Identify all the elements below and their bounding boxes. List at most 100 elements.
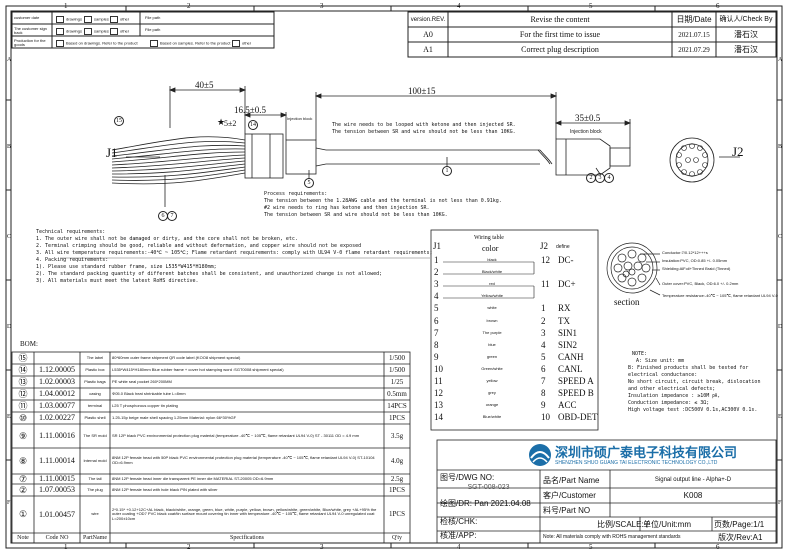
bom-qty: 14PCS bbox=[387, 401, 407, 410]
wiring-pin-j1: 7 bbox=[434, 327, 439, 338]
rev-header-version: version.REV. bbox=[410, 17, 446, 23]
checkbox[interactable] bbox=[150, 40, 158, 47]
callout-4: 4 bbox=[604, 173, 614, 183]
bom-spec: 8NM 12P female head with hole black PIN … bbox=[112, 486, 218, 492]
injection-label-1: Injection block bbox=[287, 116, 313, 121]
tech-line: 3). All materials must meet the latest R… bbox=[36, 278, 199, 284]
part-name-value: Signal output line - Alpha+-D bbox=[654, 477, 732, 483]
checkbox[interactable] bbox=[84, 28, 92, 35]
wiring-pin-j1: 5 bbox=[434, 303, 439, 314]
wiring-define: SIN2 bbox=[558, 339, 578, 350]
bom-footer-spec: Specifications bbox=[230, 535, 264, 541]
bom-footer-partname: PartName bbox=[83, 535, 107, 541]
connector-j2-label: J2 bbox=[732, 144, 744, 159]
approval-file-path: File path bbox=[145, 15, 161, 20]
checkbox[interactable] bbox=[110, 16, 118, 23]
wiring-define: CANH bbox=[558, 351, 584, 362]
bom-code: 1.11.00015 bbox=[39, 474, 75, 484]
tech-line: 4. Packing requirements: bbox=[36, 257, 109, 263]
wiring-define: CANL bbox=[558, 363, 583, 374]
checkbox[interactable] bbox=[56, 28, 64, 35]
zone-row-f: F bbox=[7, 500, 11, 506]
bom-spec: Φ05.0 Black heat shrinkable tube L=8mm bbox=[112, 390, 186, 396]
wiring-define: DC+ bbox=[558, 279, 576, 290]
wiring-j2: J2 bbox=[540, 241, 549, 251]
bom-part-name: Internal mold bbox=[83, 457, 107, 463]
bom-part-name: Plastic shell bbox=[84, 414, 106, 420]
bom-part-name: The SR mold bbox=[83, 432, 107, 438]
bom-part-name: The label bbox=[86, 354, 104, 360]
rev-version: A1 bbox=[423, 45, 433, 54]
wiring-pin-j1: 3 bbox=[434, 279, 439, 290]
zone-col-5-bottom: 5 bbox=[589, 543, 593, 551]
rev-checker: 潘石汉 bbox=[734, 45, 758, 54]
wiring-define: DC- bbox=[558, 255, 574, 265]
bom-qty: 3.5g bbox=[390, 431, 404, 440]
checkbox[interactable] bbox=[56, 16, 64, 23]
injection-label-2: Injection block bbox=[570, 129, 602, 135]
notes-line: High voltage test :DC500V 0.1s,AC300V 0.… bbox=[628, 407, 758, 413]
bom-part-name: The plug bbox=[87, 486, 103, 492]
customer-label: 客户/Customer bbox=[543, 491, 596, 500]
dwg-label: 图号/DWG NO: bbox=[440, 473, 495, 482]
wiring-pin-j1: 14 bbox=[434, 412, 443, 423]
wiring-color: black bbox=[487, 257, 497, 262]
wiring-color: grey bbox=[488, 390, 496, 396]
zone-col-4-bottom: 4 bbox=[457, 543, 461, 551]
bom-footer-note: Note bbox=[17, 535, 29, 541]
wiring-define: SPEED A bbox=[558, 376, 594, 386]
checkbox[interactable] bbox=[84, 16, 92, 23]
bom-qty: 1PCS bbox=[389, 510, 405, 519]
notes-line: and other electrical defects; bbox=[628, 386, 716, 392]
bom-code: 1.02.00227 bbox=[39, 413, 75, 423]
approval-option: other bbox=[110, 16, 129, 23]
tech-line: 3. All wire temperature requirements:-40… bbox=[36, 250, 433, 256]
notes-line: A: Size unit: mm bbox=[636, 358, 685, 364]
wiring-pin-j1: 8 bbox=[434, 339, 439, 350]
rev-version: A0 bbox=[423, 30, 433, 39]
connector-j1-label: J1 bbox=[106, 145, 118, 160]
wiring-pin-j2: 3 bbox=[541, 327, 546, 338]
checkbox[interactable] bbox=[110, 28, 118, 35]
approval-option: other bbox=[110, 28, 129, 35]
wiring-title: Wiring table bbox=[474, 235, 504, 241]
bom-callout: ⑨ bbox=[18, 430, 28, 441]
wiring-define: RX bbox=[558, 303, 571, 314]
zone-row-d-right: D bbox=[778, 324, 783, 330]
wiring-pin-j2: 4 bbox=[541, 339, 546, 350]
zone-col-1: 1 bbox=[64, 2, 68, 10]
bom-code: 1.03.00077 bbox=[39, 401, 75, 411]
checkbox[interactable] bbox=[232, 40, 240, 47]
rev-date: 2021.07.29 bbox=[678, 46, 710, 54]
wiring-color-header: color bbox=[482, 244, 499, 253]
bom-qty: 1/500 bbox=[389, 365, 405, 374]
approval-option: other bbox=[232, 40, 251, 47]
bom-part-name: Plastic box bbox=[85, 366, 105, 372]
wiring-pin-j2: 10 bbox=[541, 412, 550, 423]
checkbox[interactable] bbox=[56, 40, 64, 47]
approval-label-production: Production for the goods bbox=[14, 38, 46, 47]
dim-100: 100±15 bbox=[408, 86, 436, 96]
bom-code: 1.01.00457 bbox=[39, 509, 75, 519]
bom-callout: ① bbox=[18, 509, 28, 520]
dim-40: 40±5 bbox=[195, 80, 214, 90]
zone-col-3: 3 bbox=[320, 2, 324, 10]
wiring-pin-j1: 1 bbox=[434, 255, 439, 265]
bom-callout: ⑭ bbox=[18, 364, 28, 375]
wiring-color: Black/white bbox=[481, 269, 503, 275]
approval-option: Based on samples. Refer to the product bbox=[150, 40, 230, 47]
rev-content: Correct plug description bbox=[521, 45, 599, 54]
wiring-color: blue bbox=[488, 341, 496, 347]
bom-part-name: casing bbox=[89, 390, 101, 396]
bom-code: 1.07.00053 bbox=[39, 485, 75, 495]
page-label: 页数/Page:1/1 bbox=[714, 520, 765, 529]
wiring-color: Yellow/white bbox=[481, 293, 503, 299]
bom-code: 1.04.00012 bbox=[39, 389, 75, 399]
bom-spec: 8NM 12P female head with 50P black PVC e… bbox=[112, 455, 375, 465]
part-name-label: 品名/Part Name bbox=[543, 476, 600, 485]
approval-option: drawings bbox=[56, 16, 82, 23]
zone-col-3-bottom: 3 bbox=[320, 543, 324, 551]
wiring-define-header: define bbox=[556, 244, 570, 250]
section-label: section bbox=[614, 297, 640, 307]
wiring-color: red bbox=[489, 281, 495, 287]
